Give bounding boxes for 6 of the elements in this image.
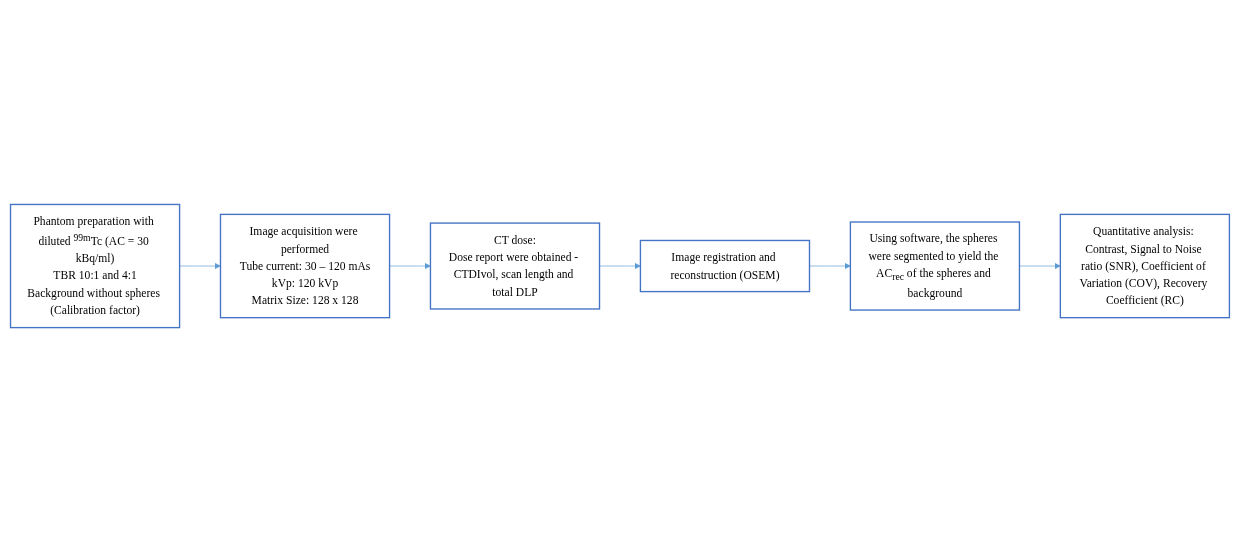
- node-box: Image registration and reconstruction (OSEM): [639, 240, 811, 293]
- node-box: Phantom preparation with diluted $^{99m}$Tc (AC = 30 kBq/ml) TBR 10:1 and 4:1 Background without spheres (Calibration factor): [9, 204, 181, 329]
- node-box: Image acquisition were performed Tube current: 30 – 120 mAs kVp: 120 kVp Matrix Size: 128 x 128: [219, 214, 391, 319]
- node-box: Quantitative analysis: Contrast, Signal to Noise ratio (SNR), Coefficient of Variation (COV), Recovery Coefficient (RC): [1059, 214, 1231, 319]
- node-box: Using software, the spheres were segmented to yield the AC$_{rec}$ of the spheres and background: [849, 221, 1021, 312]
- node-box: CT dose: Dose report were obtained - CTDIvol, scan length and total DLP: [429, 222, 601, 311]
